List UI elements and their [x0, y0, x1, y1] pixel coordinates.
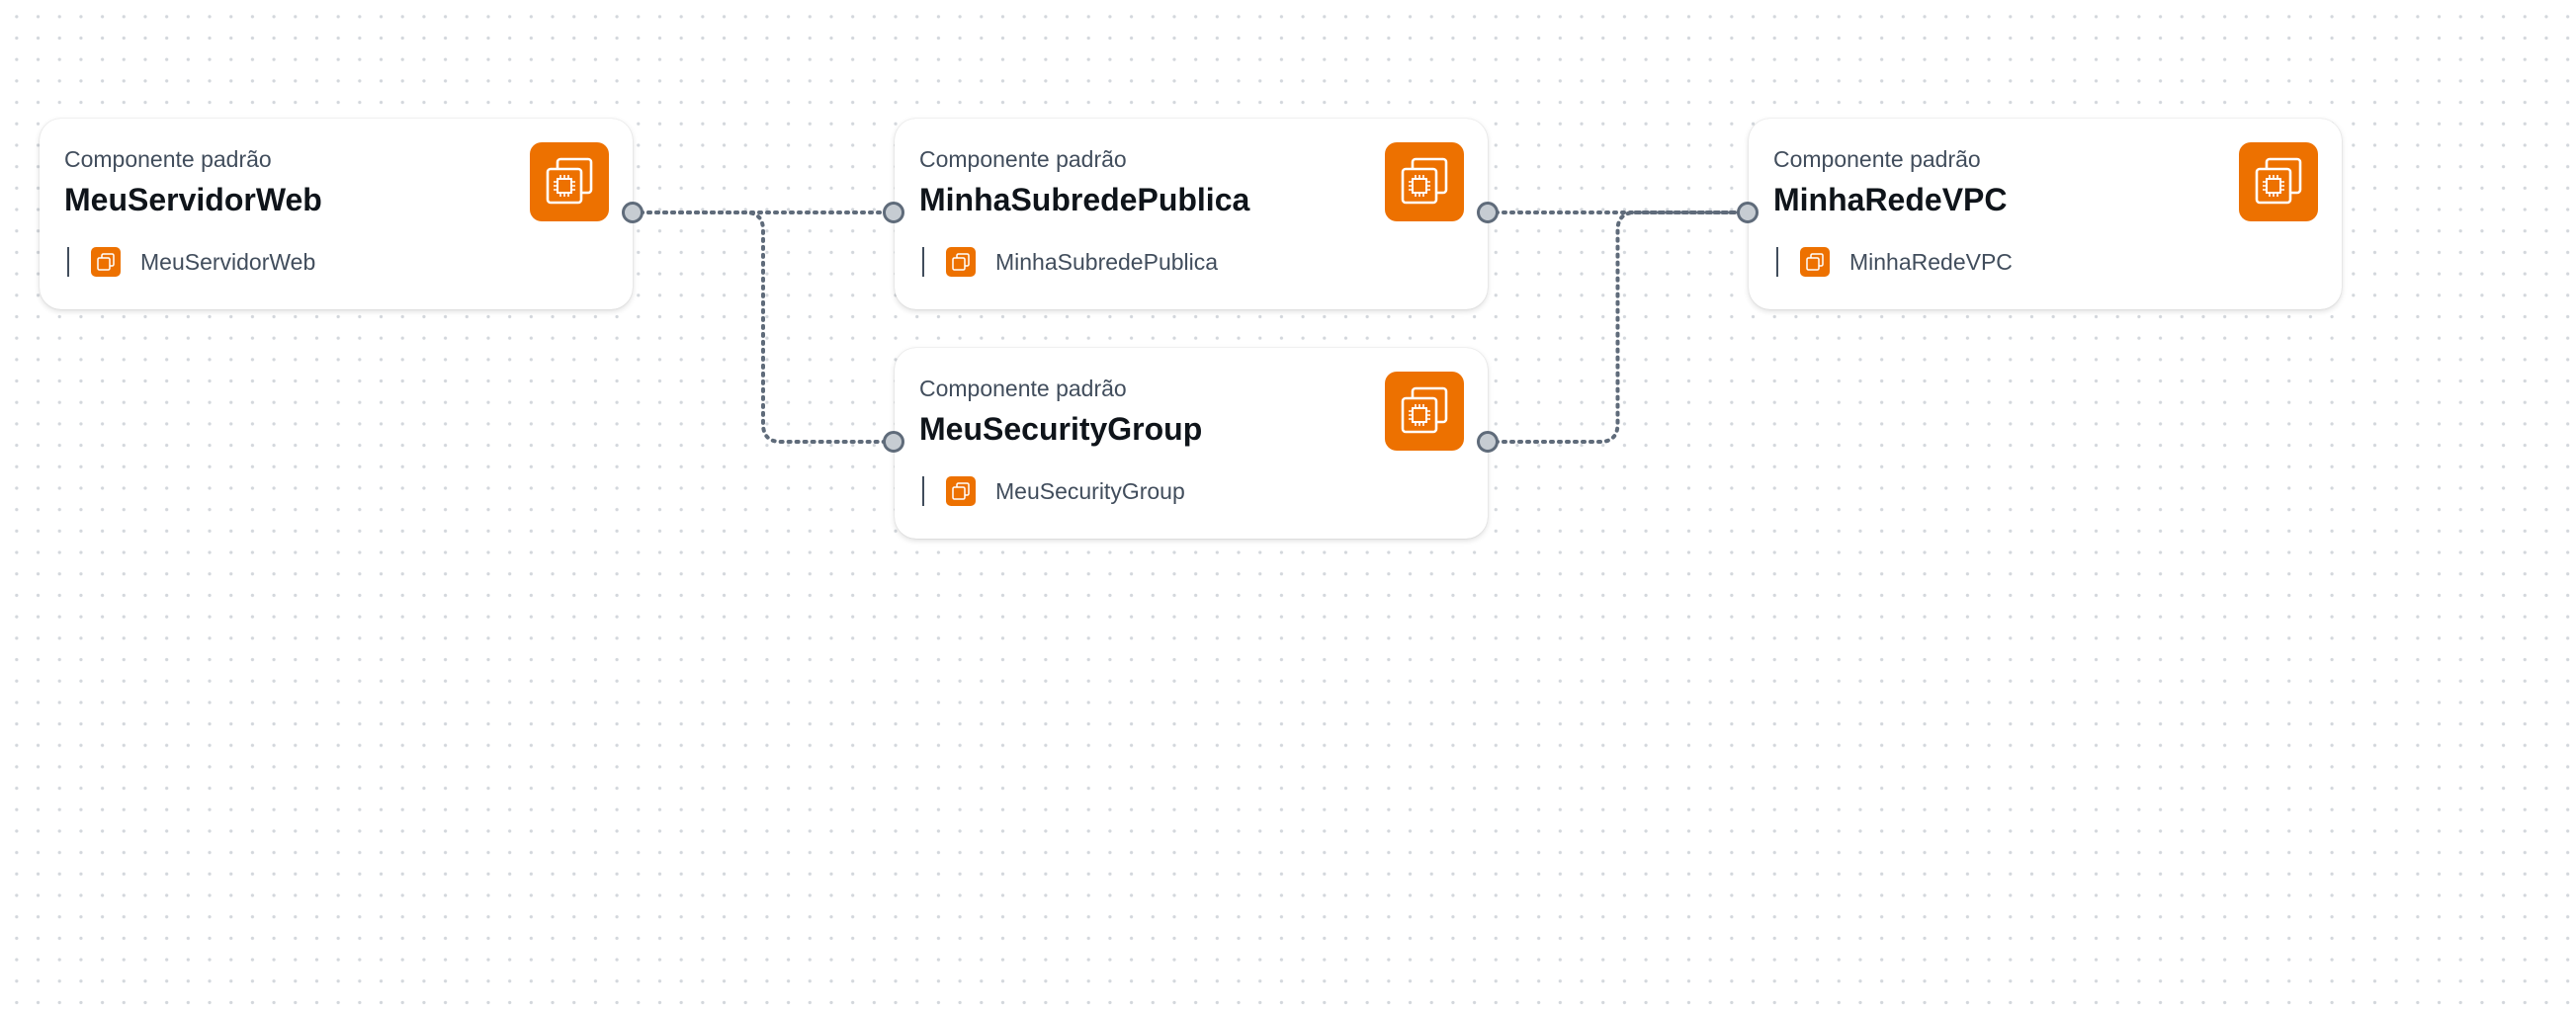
input-port-minhasubredepublica[interactable]	[883, 202, 904, 223]
connection-edge-n3-n4[interactable]	[1486, 210, 1750, 444]
connection-edge-n1-n3[interactable]	[631, 210, 896, 444]
output-port-meusecuritygroup[interactable]	[1477, 431, 1499, 453]
ec2-instance-icon	[1385, 142, 1464, 221]
component-node-minhasubredepublica[interactable]: Componente padrão MinhaSubredePublica Mi…	[895, 119, 1488, 309]
node-title: MinhaSubredePublica	[919, 182, 1250, 217]
input-port-minharedevpc[interactable]	[1737, 202, 1759, 223]
node-type-label: Componente padrão	[919, 146, 1127, 172]
node-title: MinhaRedeVPC	[1773, 182, 2008, 217]
tree-indent-line	[922, 247, 924, 277]
node-type-label: Componente padrão	[64, 146, 272, 172]
component-node-meuservidorweb[interactable]: Componente padrão MeuServidorWeb MeuServ…	[40, 119, 633, 309]
ec2-instance-small-icon	[1800, 247, 1830, 277]
node-child-label[interactable]: MinhaSubredePublica	[995, 249, 1219, 275]
node-title: MeuServidorWeb	[64, 182, 322, 217]
node-child-label[interactable]: MinhaRedeVPC	[1849, 249, 2013, 275]
node-child-label[interactable]: MeuServidorWeb	[140, 249, 316, 275]
ec2-instance-icon	[1385, 372, 1464, 451]
node-type-label: Componente padrão	[1773, 146, 1981, 172]
ec2-instance-icon	[2239, 142, 2318, 221]
component-node-minharedevpc[interactable]: Componente padrão MinhaRedeVPC MinhaRede…	[1749, 119, 2342, 309]
tree-indent-line	[67, 247, 69, 277]
ec2-instance-small-icon	[946, 476, 976, 506]
output-port-meuservidorweb[interactable]	[622, 202, 644, 223]
ec2-instance-small-icon	[91, 247, 121, 277]
tree-indent-line	[1776, 247, 1778, 277]
component-node-meusecuritygroup[interactable]: Componente padrão MeuSecurityGroup MeuSe…	[895, 348, 1488, 539]
tree-indent-line	[922, 476, 924, 506]
ec2-instance-icon	[530, 142, 609, 221]
node-title: MeuSecurityGroup	[919, 411, 1203, 447]
node-type-label: Componente padrão	[919, 376, 1127, 401]
ec2-instance-small-icon	[946, 247, 976, 277]
node-child-label[interactable]: MeuSecurityGroup	[995, 478, 1185, 504]
output-port-minhasubredepublica[interactable]	[1477, 202, 1499, 223]
input-port-meusecuritygroup[interactable]	[883, 431, 904, 453]
